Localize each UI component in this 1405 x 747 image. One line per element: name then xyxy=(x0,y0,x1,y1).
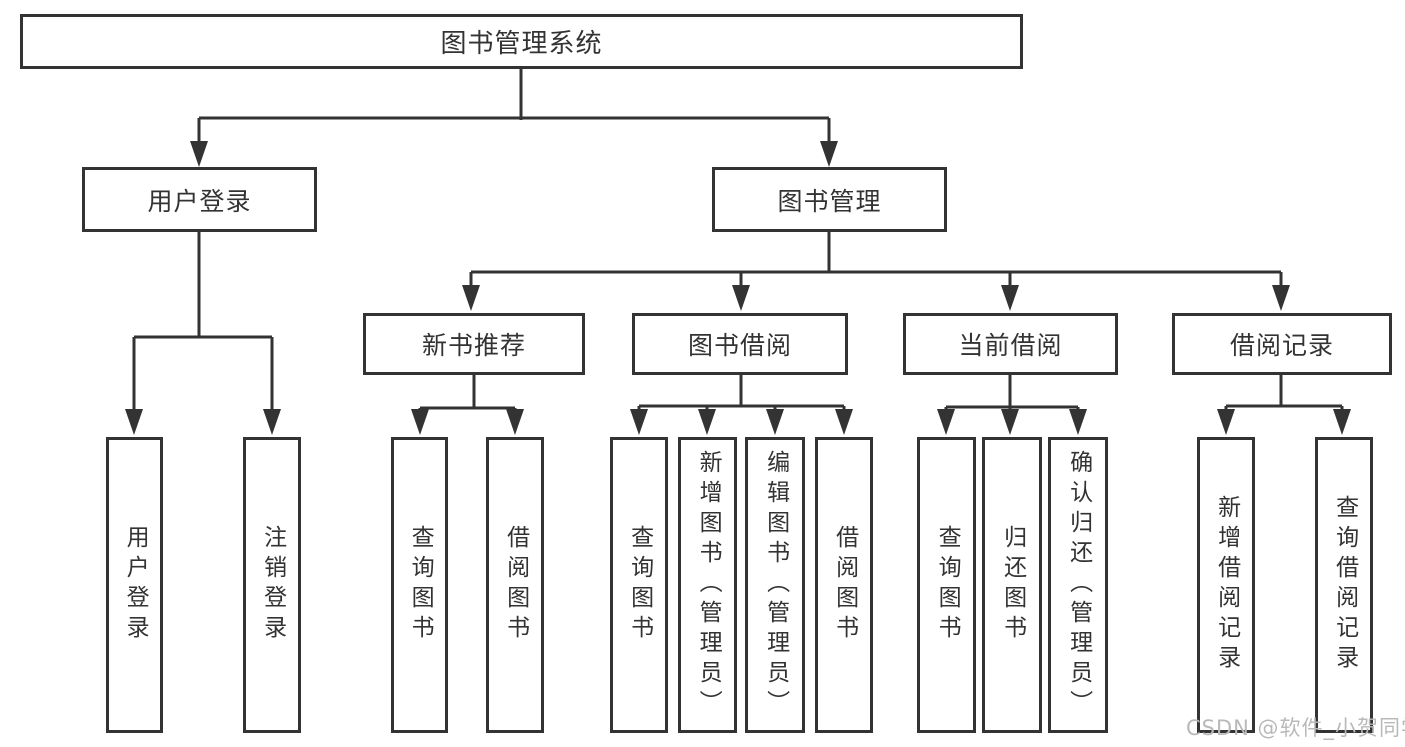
arrow-icon xyxy=(732,285,750,311)
node-label: 图书管理系统 xyxy=(440,29,603,59)
arrow-icon xyxy=(630,409,648,435)
arrow-icon xyxy=(1001,409,1019,435)
watermark: CSDN @软件_小贺同学 xyxy=(1186,716,1405,740)
arrow-icon xyxy=(506,409,524,435)
leaf-borrowing-add-books-admin: 新增图书（管理员） xyxy=(678,437,737,733)
arrow-icon xyxy=(1069,409,1087,435)
node-label: 注销登录 xyxy=(259,525,286,645)
node-label: 查询图书 xyxy=(407,525,434,645)
node-label: 查询图书 xyxy=(934,525,961,645)
node-label: 用户登录 xyxy=(122,525,149,645)
node-user-login: 用户登录 xyxy=(82,167,317,232)
node-label: 查询图书 xyxy=(626,525,653,645)
node-root: 图书管理系统 xyxy=(20,14,1023,69)
arrow-icon xyxy=(1001,285,1019,311)
node-current-borrowing: 当前借阅 xyxy=(903,313,1118,375)
arrow-icon xyxy=(937,409,955,435)
leaf-current-query-books: 查询图书 xyxy=(917,437,976,733)
arrow-icon xyxy=(411,409,429,435)
arrow-icon xyxy=(1333,409,1351,435)
arrow-icon xyxy=(263,409,281,435)
arrow-icon xyxy=(190,141,208,167)
leaf-borrowing-borrow-books: 借阅图书 xyxy=(815,437,873,733)
node-label: 当前借阅 xyxy=(958,331,1063,360)
arrowheads xyxy=(125,141,1351,435)
node-book-borrowing: 图书借阅 xyxy=(632,313,848,375)
node-label: 新书推荐 xyxy=(421,331,526,360)
leaf-recommend-borrow-books: 借阅图书 xyxy=(486,437,544,733)
arrow-icon xyxy=(1272,285,1290,311)
node-new-book-recommend: 新书推荐 xyxy=(363,313,585,375)
leaf-borrowing-query-books: 查询图书 xyxy=(610,437,668,733)
leaf-logout: 注销登录 xyxy=(243,437,301,733)
node-label: 图书管理 xyxy=(777,186,882,216)
arrow-icon xyxy=(1217,409,1235,435)
node-label: 查询借阅记录 xyxy=(1331,495,1358,675)
node-borrowing-records: 借阅记录 xyxy=(1172,313,1392,375)
node-label: 图书借阅 xyxy=(687,331,792,360)
node-label: 新增借阅记录 xyxy=(1213,495,1240,675)
arrow-icon xyxy=(125,409,143,435)
node-label: 归还图书 xyxy=(999,525,1026,645)
leaf-records-query-record: 查询借阅记录 xyxy=(1315,437,1373,733)
node-label: 新增图书（管理员） xyxy=(695,450,722,720)
leaf-user-login: 用户登录 xyxy=(106,437,163,733)
leaf-recommend-query-books: 查询图书 xyxy=(391,437,448,733)
arrow-icon xyxy=(835,409,853,435)
node-book-management: 图书管理 xyxy=(712,167,947,232)
node-label: 借阅图书 xyxy=(831,525,858,645)
node-label: 编辑图书（管理员） xyxy=(762,450,789,720)
arrow-icon xyxy=(698,409,716,435)
arrow-icon xyxy=(766,409,784,435)
node-label: 借阅图书 xyxy=(502,525,529,645)
leaf-current-return-books: 归还图书 xyxy=(982,437,1042,733)
arrow-icon xyxy=(820,141,838,167)
leaf-current-confirm-return-admin: 确认归还（管理员） xyxy=(1048,437,1108,733)
leaf-borrowing-edit-books-admin: 编辑图书（管理员） xyxy=(745,437,805,733)
leaf-records-add-record: 新增借阅记录 xyxy=(1197,437,1255,733)
node-label: 用户登录 xyxy=(147,186,252,216)
node-label: 确认归还（管理员） xyxy=(1065,450,1092,720)
arrow-icon xyxy=(462,285,480,311)
node-label: 借阅记录 xyxy=(1229,331,1334,360)
